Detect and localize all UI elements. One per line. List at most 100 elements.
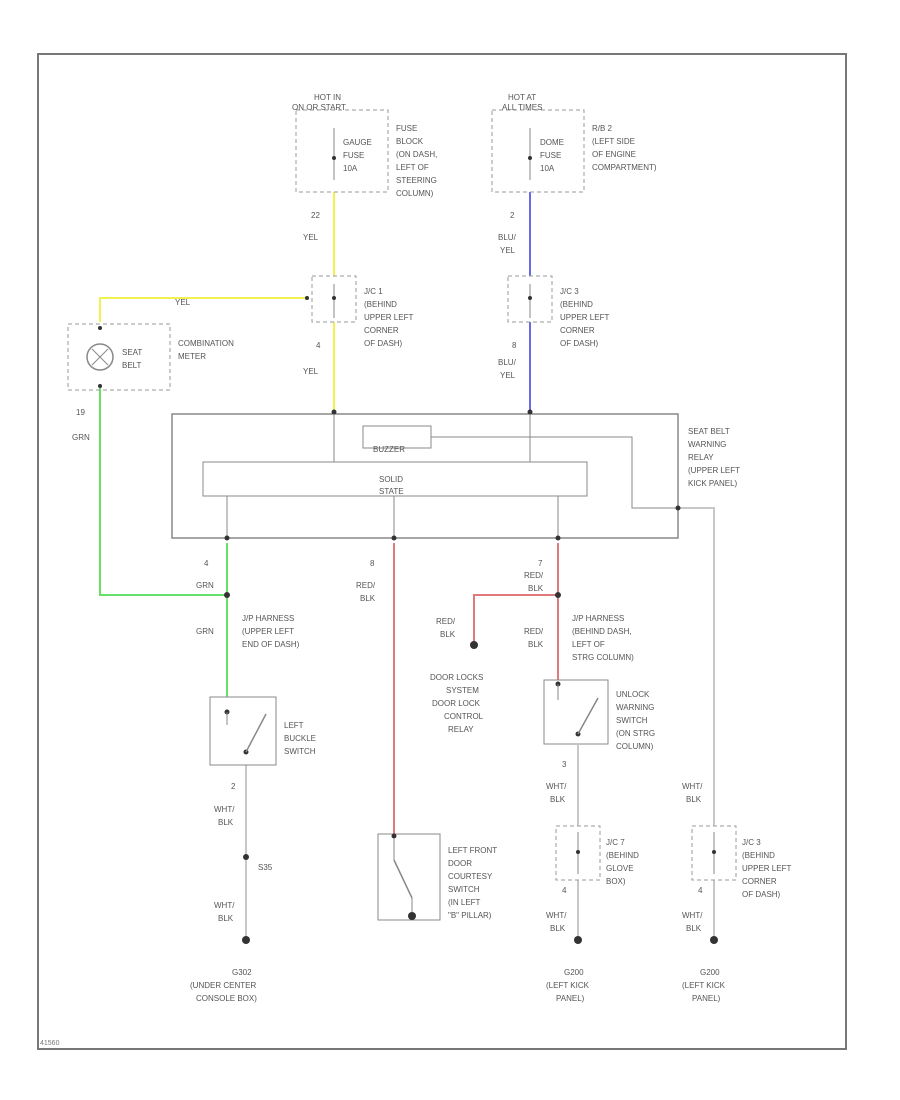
fuse-label: FUSE <box>540 151 561 160</box>
ground-label: CONSOLE BOX) <box>196 994 257 1003</box>
jc-label: J/C 3 <box>742 838 761 847</box>
switch-label: "B" PILLAR) <box>448 911 492 920</box>
wire-color-label: BLK <box>528 584 544 593</box>
splice-grn: J/P HARNESS (UPPER LEFT END OF DASH) GRN <box>196 592 300 649</box>
jc-label: (BEHIND <box>560 300 593 309</box>
doorlock-terminal <box>470 641 478 649</box>
wire-color-label: WHT/ <box>682 782 703 791</box>
pin-label: 22 <box>311 211 320 220</box>
wire-color-label: YEL <box>500 371 516 380</box>
wire-color-label: BLK <box>218 818 234 827</box>
splice-label: LEFT OF <box>572 640 605 649</box>
splice-s35-label: S35 <box>258 863 273 872</box>
seat-belt-lamp-icon <box>86 343 114 371</box>
pin-label: 4 <box>698 886 703 895</box>
fuse-dome: HOT AT ALL TIMES DOME FUSE 10A R/B 2 (LE… <box>491 93 657 193</box>
pin-label: 7 <box>538 559 543 568</box>
meter-label: METER <box>178 352 206 361</box>
switch-ground-terminal <box>408 912 416 920</box>
doorlock-label: DOOR LOCKS <box>430 673 483 682</box>
wire-redblk-splice-to-doorlock <box>473 594 558 645</box>
ground-g302: G302 (UNDER CENTER CONSOLE BOX) <box>190 936 257 1003</box>
wires <box>99 192 715 940</box>
splice-label: J/P HARNESS <box>242 614 294 623</box>
hot-label: ALL TIMES <box>502 103 542 112</box>
fuse-location: (ON DASH, <box>396 150 437 159</box>
switch-label: SWITCH <box>448 885 480 894</box>
pin-label: 8 <box>370 559 375 568</box>
wire-color-label: YEL <box>175 298 191 307</box>
wire-color-label: BLK <box>360 594 376 603</box>
ground-label: G200 <box>564 968 584 977</box>
doorlock-label: CONTROL <box>444 712 484 721</box>
switch-label: DOOR <box>448 859 472 868</box>
ground-label: PANEL) <box>692 994 721 1003</box>
switch-label: LEFT <box>284 721 304 730</box>
doorlock-label: RELAY <box>448 725 474 734</box>
wire-color-label: GRN <box>72 433 90 442</box>
switch-label: COLUMN) <box>616 742 654 751</box>
fuse-gauge: HOT IN ON OR START GAUGE FUSE 10A FUSE B… <box>292 93 437 198</box>
wire-color-label: BLU/ <box>498 358 517 367</box>
solid-state-label: STATE <box>379 487 404 496</box>
figure-code: 41560 <box>40 1040 60 1047</box>
switch-blade-icon <box>245 713 267 753</box>
wire-color-label: BLK <box>528 640 544 649</box>
fuse-location: COMPARTMENT) <box>592 163 657 172</box>
solid-state-label: SOLID <box>379 475 403 484</box>
left-buckle-switch: LEFT BUCKLE SWITCH <box>209 696 316 766</box>
fuse-location: BLOCK <box>396 137 424 146</box>
fuse-label: GAUGE <box>343 138 372 147</box>
ground-icon <box>242 936 250 944</box>
wire-color-label: BLK <box>440 630 456 639</box>
splice-label: END OF DASH) <box>242 640 300 649</box>
fuse-label: 10A <box>540 164 555 173</box>
buzzer-label: BUZZER <box>373 445 405 454</box>
wire-grn-meter-to-splice <box>99 388 227 596</box>
junction-jc3-bottom: J/C 3 (BEHIND UPPER LEFT CORNER OF DASH) <box>691 825 791 899</box>
jc-label: (BEHIND <box>742 851 775 860</box>
switch-label: (ON STRG <box>616 729 655 738</box>
ground-g200-b: G200 (LEFT KICK PANEL) <box>682 936 726 1003</box>
wire-color-label: BLK <box>218 914 234 923</box>
splice-s35 <box>243 854 249 860</box>
pin-label: 4 <box>562 886 567 895</box>
jc-label: J/C 7 <box>606 838 625 847</box>
wire-yel-jc1-to-meter <box>99 297 307 322</box>
relay-label: SEAT BELT <box>688 427 730 436</box>
door-courtesy-switch: LEFT FRONT DOOR COURTESY SWITCH (IN LEFT… <box>377 833 497 921</box>
wire-color-label: RED/ <box>524 627 544 636</box>
unlock-warning-switch: UNLOCK WARNING SWITCH (ON STRG COLUMN) <box>543 679 655 751</box>
pin-label: 19 <box>76 408 85 417</box>
pin-label: 4 <box>204 559 209 568</box>
wire-color-label: RED/ <box>436 617 456 626</box>
switch-blade-icon <box>393 859 413 899</box>
doorlock-label: DOOR LOCK <box>432 699 481 708</box>
wire-color-label: YEL <box>303 367 319 376</box>
wire-color-label: WHT/ <box>682 911 703 920</box>
fuse-location: (LEFT SIDE <box>592 137 635 146</box>
lamp-label: BELT <box>122 361 142 370</box>
solid-state-module <box>202 461 588 497</box>
fuse-label: FUSE <box>343 151 364 160</box>
pin-label: 3 <box>562 760 567 769</box>
hot-label: ON OR START <box>292 103 346 112</box>
ground-label: (LEFT KICK <box>682 981 726 990</box>
switch-label: BUCKLE <box>284 734 316 743</box>
fuse-location: COLUMN) <box>396 189 434 198</box>
jc-label: J/C 3 <box>560 287 579 296</box>
fuse-location: STEERING <box>396 176 437 185</box>
ground-icon <box>574 936 582 944</box>
wire-whtblk-relay-to-jc3 <box>678 507 715 826</box>
switch-label: WARNING <box>616 703 654 712</box>
pin-label: 4 <box>316 341 321 350</box>
junction-jc3-top: J/C 3 (BEHIND UPPER LEFT CORNER OF DASH) <box>507 275 609 348</box>
combination-meter: SEAT BELT COMBINATION METER <box>67 323 234 391</box>
splice-label: J/P HARNESS <box>572 614 624 623</box>
ground-label: (LEFT KICK <box>546 981 590 990</box>
splice-label: STRG COLUMN) <box>572 653 634 662</box>
switch-label: (IN LEFT <box>448 898 481 907</box>
splice-red: J/P HARNESS (BEHIND DASH, LEFT OF STRG C… <box>436 592 634 662</box>
relay-label: (UPPER LEFT <box>688 466 740 475</box>
